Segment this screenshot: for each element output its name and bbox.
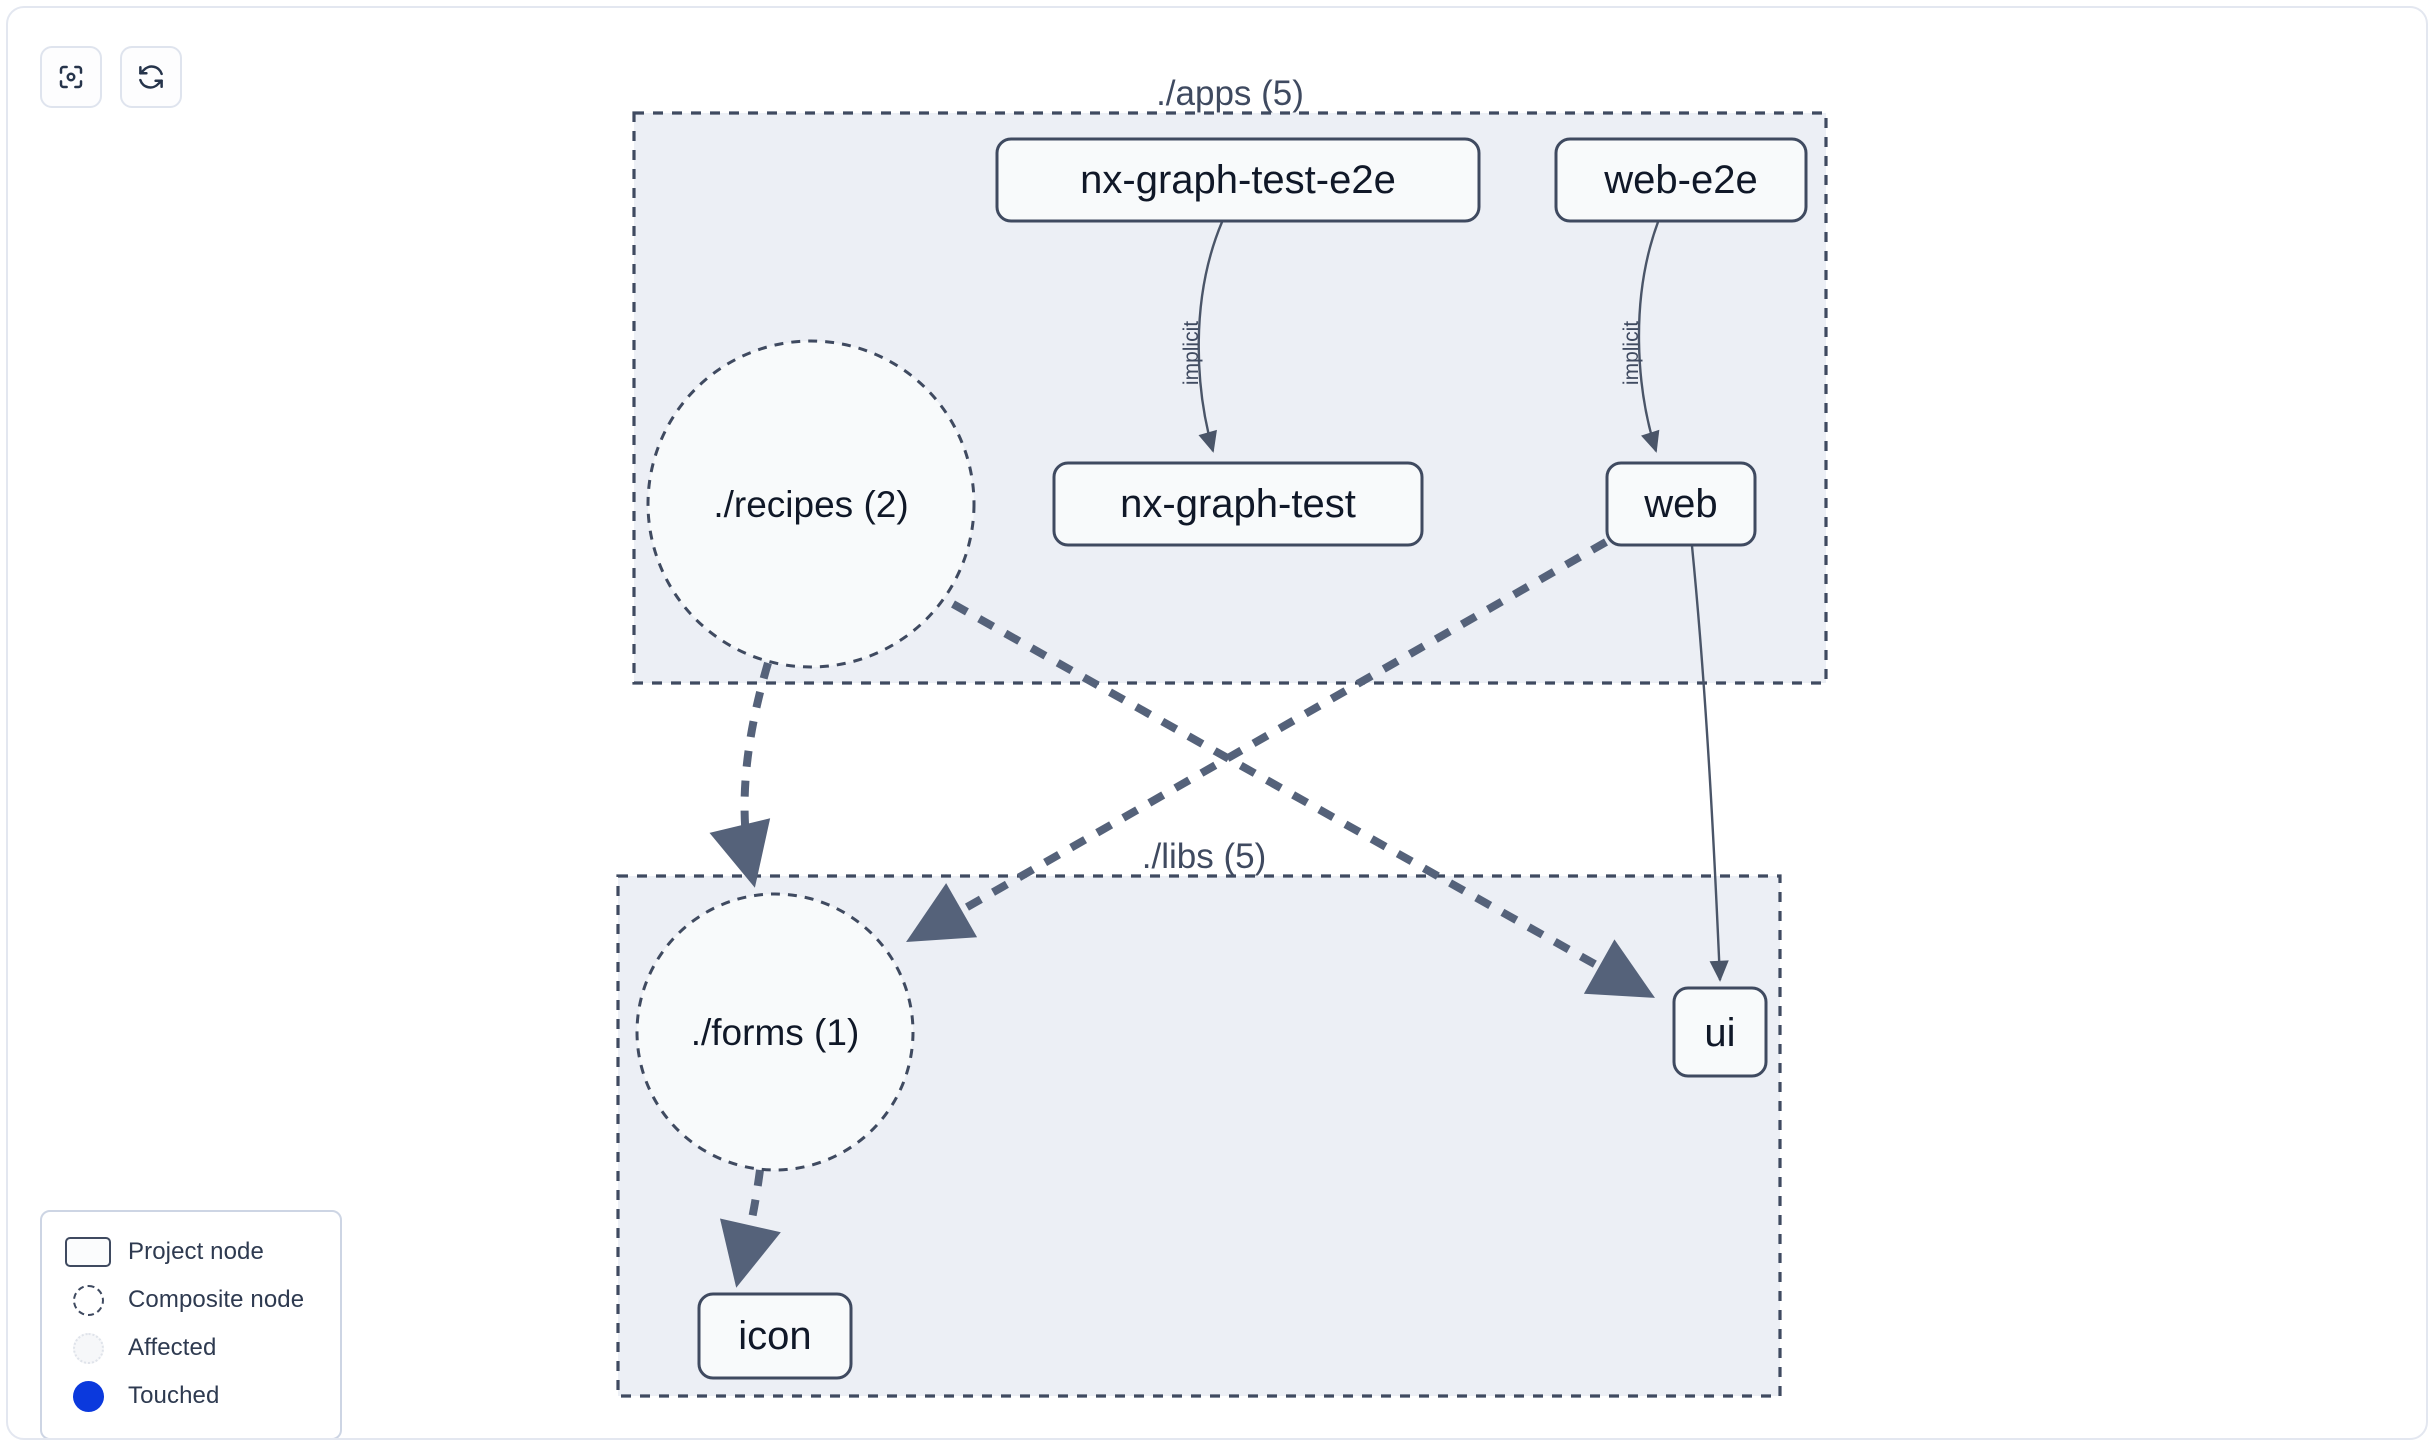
edge-label-implicit-1: implicit [1180, 321, 1203, 385]
node-web-shape[interactable] [1605, 461, 1757, 547]
touched-node-swatch-wrap [60, 1380, 116, 1412]
node-nx-graph-test-shape[interactable] [1052, 461, 1424, 547]
edge-line [1197, 221, 1224, 453]
touched-node-swatch [72, 1380, 104, 1412]
node-web[interactable]: web [1605, 461, 1757, 547]
node-recipes[interactable]: ./recipes (2) [646, 339, 976, 669]
node-nx-graph-test-e2e[interactable]: nx-graph-test-e2e [995, 137, 1481, 223]
edge-nx-graph-test-e2e-to-nx-graph-test[interactable]: implicit [1180, 221, 1224, 453]
edge-label-implicit-2: implicit [1620, 321, 1643, 385]
legend-item-project-node: Project node [60, 1228, 322, 1276]
refresh-graph-button[interactable] [120, 46, 182, 108]
node-icon[interactable]: icon [697, 1292, 853, 1380]
legend-item-touched: Touched [60, 1372, 322, 1420]
node-web-e2e-shape[interactable] [1554, 137, 1808, 223]
legend-label-composite-node: Composite node [128, 1286, 305, 1313]
node-nx-graph-test-e2e-label: nx-graph-test-e2e [1080, 158, 1396, 202]
graph-canvas[interactable]: ./apps (5) ./libs (5) [8, 8, 2428, 1440]
node-ui-shape[interactable] [1672, 986, 1768, 1078]
group-apps-label: ./apps (5) [1156, 74, 1304, 113]
affected-node-swatch-wrap [60, 1332, 116, 1364]
node-nx-graph-test-e2e-shape[interactable] [995, 137, 1481, 223]
legend-label-affected: Affected [128, 1334, 217, 1361]
composite-node-swatch-wrap [60, 1284, 116, 1316]
refresh-icon [136, 62, 166, 92]
legend-item-affected: Affected [60, 1324, 322, 1372]
node-web-e2e-label: web-e2e [1603, 158, 1757, 202]
node-recipes-shape[interactable] [646, 339, 976, 669]
edge-line [719, 1169, 781, 1288]
edge-line [951, 600, 1655, 998]
node-ui[interactable]: ui [1672, 986, 1768, 1078]
group-libs-label: ./libs (5) [1142, 837, 1266, 876]
node-icon-shape[interactable] [697, 1292, 853, 1380]
edge-line [1690, 545, 1729, 982]
legend-label-project-node: Project node [128, 1238, 264, 1265]
node-ui-label: ui [1704, 1011, 1735, 1055]
node-nx-graph-test-label: nx-graph-test [1120, 482, 1356, 526]
legend-label-touched: Touched [128, 1382, 220, 1409]
node-recipes-label: ./recipes (2) [713, 484, 908, 525]
node-forms-label: ./forms (1) [691, 1012, 860, 1053]
edge-web-to-forms[interactable] [906, 538, 1608, 942]
graph-card: ./apps (5) ./libs (5) [6, 6, 2428, 1440]
composite-node-swatch [72, 1284, 104, 1316]
focus-target-icon [56, 62, 86, 92]
edge-line [1637, 221, 1660, 453]
node-web-e2e[interactable]: web-e2e [1554, 137, 1808, 223]
edge-recipes-to-forms[interactable] [709, 661, 772, 888]
node-forms-shape[interactable] [635, 892, 915, 1172]
node-icon-label: icon [738, 1314, 811, 1358]
graph-legend: Project node Composite node Affected Tou… [40, 1210, 342, 1438]
edge-recipes-to-ui[interactable] [951, 600, 1655, 998]
edge-line [709, 661, 772, 888]
edge-forms-to-icon[interactable] [719, 1169, 781, 1288]
project-node-swatch [65, 1237, 111, 1267]
legend-item-composite-node: Composite node [60, 1276, 322, 1324]
node-web-label: web [1643, 482, 1717, 526]
graph-toolbar [40, 46, 182, 108]
project-node-swatch-wrap [60, 1237, 116, 1267]
node-nx-graph-test[interactable]: nx-graph-test [1052, 461, 1424, 547]
node-forms[interactable]: ./forms (1) [635, 892, 915, 1172]
edge-web-e2e-to-web[interactable]: implicit [1620, 221, 1660, 453]
edge-line [906, 538, 1608, 942]
focus-graph-button[interactable] [40, 46, 102, 108]
affected-node-swatch [72, 1332, 104, 1364]
edge-web-to-ui[interactable] [1690, 545, 1729, 982]
